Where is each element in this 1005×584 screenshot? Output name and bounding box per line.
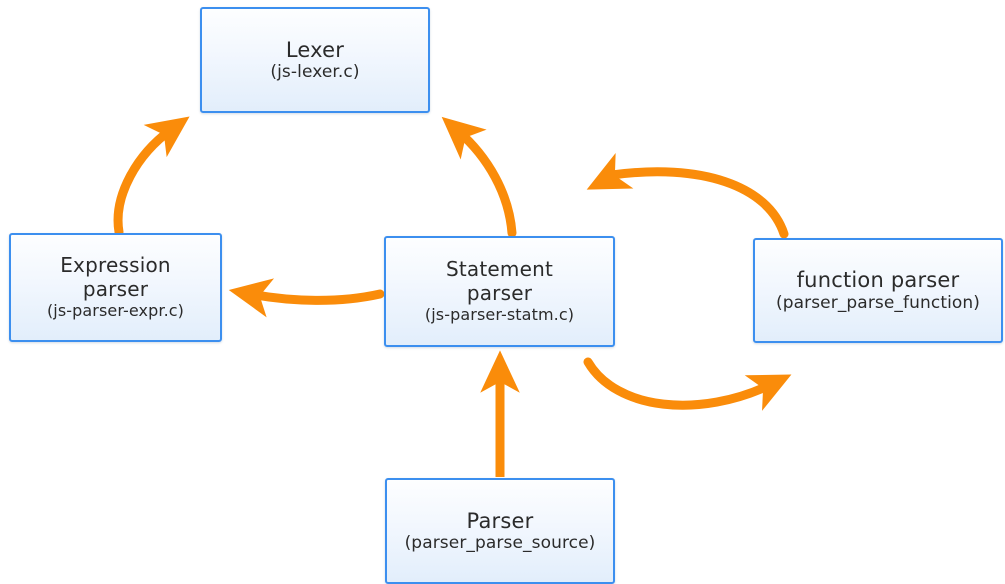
node-statement-parser-subtitle: (js-parser-statm.c) [424, 304, 575, 324]
node-statement-parser[interactable]: Statement parser (js-parser-statm.c) [384, 236, 615, 347]
node-parser-title: Parser [466, 508, 534, 533]
node-lexer-subtitle: (js-lexer.c) [270, 62, 360, 83]
node-function-parser[interactable]: function parser (parser_parse_function) [753, 238, 1003, 343]
node-expression-parser-subtitle: (js-parser-expr.c) [46, 300, 185, 320]
node-parser-subtitle: (parser_parse_source) [404, 533, 596, 554]
node-function-parser-title: function parser [796, 268, 960, 293]
node-statement-parser-title-line1: Statement [445, 257, 554, 282]
node-expression-parser-title-line2: parser [82, 277, 149, 302]
node-expression-parser[interactable]: Expression parser (js-parser-expr.c) [9, 233, 222, 342]
edge-statement-to-lexer [441, 116, 517, 238]
node-expression-parser-title-line1: Expression [60, 253, 171, 278]
node-statement-parser-title-line2: parser [466, 281, 533, 306]
edge-statement-to-function [583, 357, 792, 411]
node-parser[interactable]: Parser (parser_parse_source) [385, 478, 615, 584]
node-lexer[interactable]: Lexer (js-lexer.c) [200, 7, 430, 113]
edge-expression-to-lexer [113, 116, 190, 237]
node-function-parser-subtitle: (parser_parse_function) [775, 292, 981, 313]
node-lexer-title: Lexer [285, 37, 345, 62]
edge-statement-to-expression [228, 278, 385, 318]
edge-function-to-statement [586, 153, 789, 239]
